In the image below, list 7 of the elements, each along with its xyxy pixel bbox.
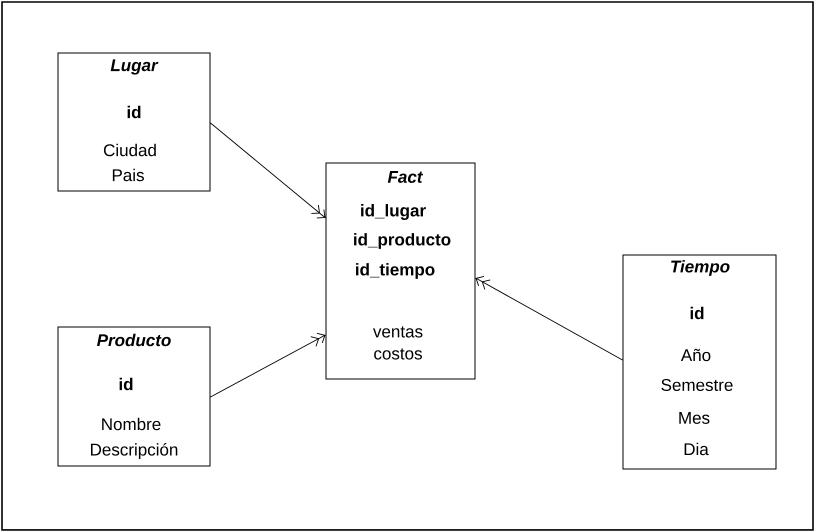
arrow — [210, 332, 326, 398]
entity-box: Tiempo id Año Semestre Mes Dia — [622, 254, 776, 470]
entity-box: Fact id_lugar id_producto id_tiempo ventas costos — [326, 162, 476, 380]
arrow — [476, 276, 623, 360]
entity-box: Lugar id Ciudad Pais — [58, 52, 210, 192]
arrow — [210, 122, 326, 218]
entity-box: Producto id Nombre Descripción — [58, 326, 210, 466]
